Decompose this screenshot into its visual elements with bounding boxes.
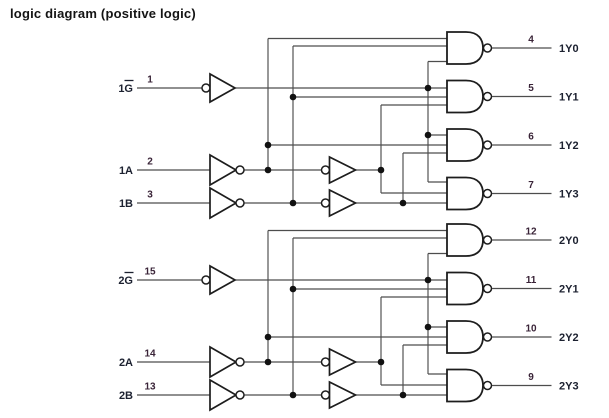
inverter-a-stage2	[328, 347, 358, 377]
junction-dot	[377, 358, 385, 366]
nand-gate-2y3	[446, 368, 484, 403]
nand-gate-2y2	[446, 320, 484, 354]
junction-dot	[289, 93, 297, 101]
inverter-b-stage1	[209, 186, 238, 220]
nand-gate-2y1	[446, 271, 484, 306]
nand-output-bubble	[482, 380, 493, 391]
inverter-b-stage2	[328, 188, 358, 218]
nand-gate-1y3	[446, 176, 484, 211]
junction-dot	[264, 141, 272, 149]
input-label-2g: 2G	[118, 275, 133, 287]
nand-output-bubble	[482, 332, 493, 342]
pin-number-13: 13	[144, 382, 156, 393]
nand-gate-1y2	[446, 128, 484, 162]
nand-output-bubble	[482, 235, 493, 245]
junction-dot	[424, 131, 432, 139]
inverter-output-bubble	[235, 165, 245, 175]
junction-dot	[289, 199, 297, 207]
pin-number-6: 6	[528, 132, 534, 143]
inverter-a-stage1	[209, 153, 238, 187]
nand-gate-2y0	[446, 223, 484, 257]
pin-number-9: 9	[528, 372, 534, 383]
pin-number-12: 12	[525, 227, 537, 238]
junction-dot	[399, 199, 407, 207]
input-label-1b: 1B	[119, 198, 133, 210]
pin-number-5: 5	[528, 83, 534, 94]
inverter-input-bubble	[320, 198, 331, 208]
nand-output-bubble	[482, 43, 493, 53]
pin-number-15: 15	[144, 267, 156, 278]
decoder-block-2: 12 2Y0 11 2Y1 10 2Y2 9 2Y3 2G 15 2A 14 2B 13	[118, 223, 579, 412]
inverter-output-bubble	[235, 357, 245, 367]
inverter-b-stage2	[328, 380, 358, 410]
inverter-output-bubble	[235, 390, 245, 400]
inverter-a-stage2	[328, 155, 358, 185]
input-label-2b: 2B	[119, 390, 133, 402]
input-label-2a: 2A	[119, 357, 133, 369]
pin-number-7: 7	[528, 180, 534, 191]
pin-number-3: 3	[147, 190, 153, 201]
junction-dot	[424, 276, 432, 284]
pin-number-2: 2	[147, 157, 153, 168]
junction-dot	[264, 358, 272, 366]
pin-number-1: 1	[147, 75, 153, 86]
junction-dot	[424, 84, 432, 92]
junction-dot	[424, 323, 432, 331]
input-label-1a: 1A	[119, 165, 133, 177]
output-label-1y2: 1Y2	[559, 140, 579, 152]
output-label-2y3: 2Y3	[559, 381, 579, 393]
nand-output-bubble	[482, 91, 493, 102]
nand-output-bubble	[482, 283, 493, 294]
output-label-1y0: 1Y0	[559, 43, 579, 55]
output-label-1y3: 1Y3	[559, 189, 579, 201]
output-label-2y2: 2Y2	[559, 332, 579, 344]
enable-inverter-input-bubble	[201, 83, 211, 93]
junction-dot	[289, 391, 297, 399]
output-label-2y1: 2Y1	[559, 284, 579, 296]
enable-inverter-input-bubble	[201, 275, 211, 285]
inverter-input-bubble	[320, 357, 331, 367]
decoder-block-1: 4 1Y0 5 1Y1 6 1Y2 7 1Y3 1G 1 1A 2 1B 3	[118, 31, 579, 220]
junction-dot	[289, 285, 297, 293]
enable-inverter	[209, 264, 237, 296]
junction-dot	[264, 333, 272, 341]
page-title: logic diagram (positive logic)	[10, 6, 196, 21]
nand-gate-1y1	[446, 79, 484, 114]
inverter-b-stage1	[209, 378, 238, 412]
inverter-input-bubble	[320, 390, 331, 400]
input-label-1g: 1G	[118, 83, 133, 95]
junction-dot	[377, 166, 385, 174]
output-label-2y0: 2Y0	[559, 235, 579, 247]
inverter-output-bubble	[235, 198, 245, 208]
pin-number-10: 10	[525, 324, 537, 335]
inverter-a-stage1	[209, 345, 238, 379]
pin-number-14: 14	[144, 349, 156, 360]
pin-number-4: 4	[528, 35, 534, 46]
enable-inverter	[209, 72, 237, 104]
pin-number-11: 11	[526, 275, 537, 286]
junction-dot	[399, 391, 407, 399]
output-label-1y1: 1Y1	[559, 92, 579, 104]
nand-output-bubble	[482, 188, 493, 199]
nand-output-bubble	[482, 140, 493, 150]
nand-gate-1y0	[446, 31, 484, 65]
inverter-input-bubble	[320, 165, 331, 175]
junction-dot	[264, 166, 272, 174]
